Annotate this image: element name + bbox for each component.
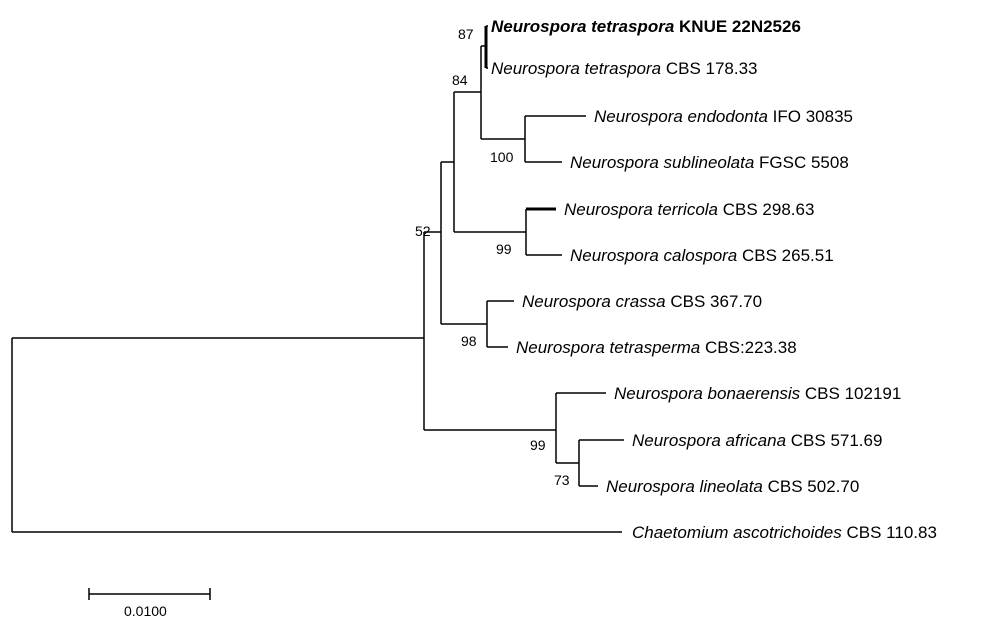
bootstrap-value: 73 [554, 472, 570, 488]
scale-bar: 0.0100 [88, 588, 211, 619]
scale-bar-line [88, 588, 211, 600]
bootstrap-value: 100 [490, 149, 514, 165]
scale-bar-label: 0.0100 [124, 603, 167, 619]
taxon-label: Neurospora crassa CBS 367.70 [522, 292, 762, 311]
taxon-label: Neurospora calospora CBS 265.51 [570, 246, 834, 265]
taxon-label: Neurospora bonaerensis CBS 102191 [614, 384, 901, 403]
tree-branches [11, 25, 624, 533]
bootstrap-value: 52 [415, 223, 431, 239]
taxon-labels: Neurospora tetraspora KNUE 22N2526 Neuro… [491, 17, 937, 542]
taxon-label: Neurospora sublineolata FGSC 5508 [570, 153, 849, 172]
bootstrap-value: 99 [496, 241, 512, 257]
bootstrap-values: 87 84 100 99 52 98 99 73 [415, 26, 570, 488]
bootstrap-value: 84 [452, 72, 468, 88]
bootstrap-value: 99 [530, 437, 546, 453]
taxon-label: Neurospora africana CBS 571.69 [632, 431, 882, 450]
taxon-label: Chaetomium ascotrichoides CBS 110.83 [632, 523, 937, 542]
taxon-label: Neurospora tetraspora CBS 178.33 [491, 59, 758, 78]
bootstrap-value: 87 [458, 26, 474, 42]
taxon-label: Neurospora endodonta IFO 30835 [594, 107, 853, 126]
taxon-label: Neurospora lineolata CBS 502.70 [606, 477, 859, 496]
taxon-label: Neurospora tetrasperma CBS:223.38 [516, 338, 797, 357]
taxon-label: Neurospora terricola CBS 298.63 [564, 200, 814, 219]
bootstrap-value: 98 [461, 333, 477, 349]
taxon-label: Neurospora tetraspora KNUE 22N2526 [491, 17, 801, 36]
